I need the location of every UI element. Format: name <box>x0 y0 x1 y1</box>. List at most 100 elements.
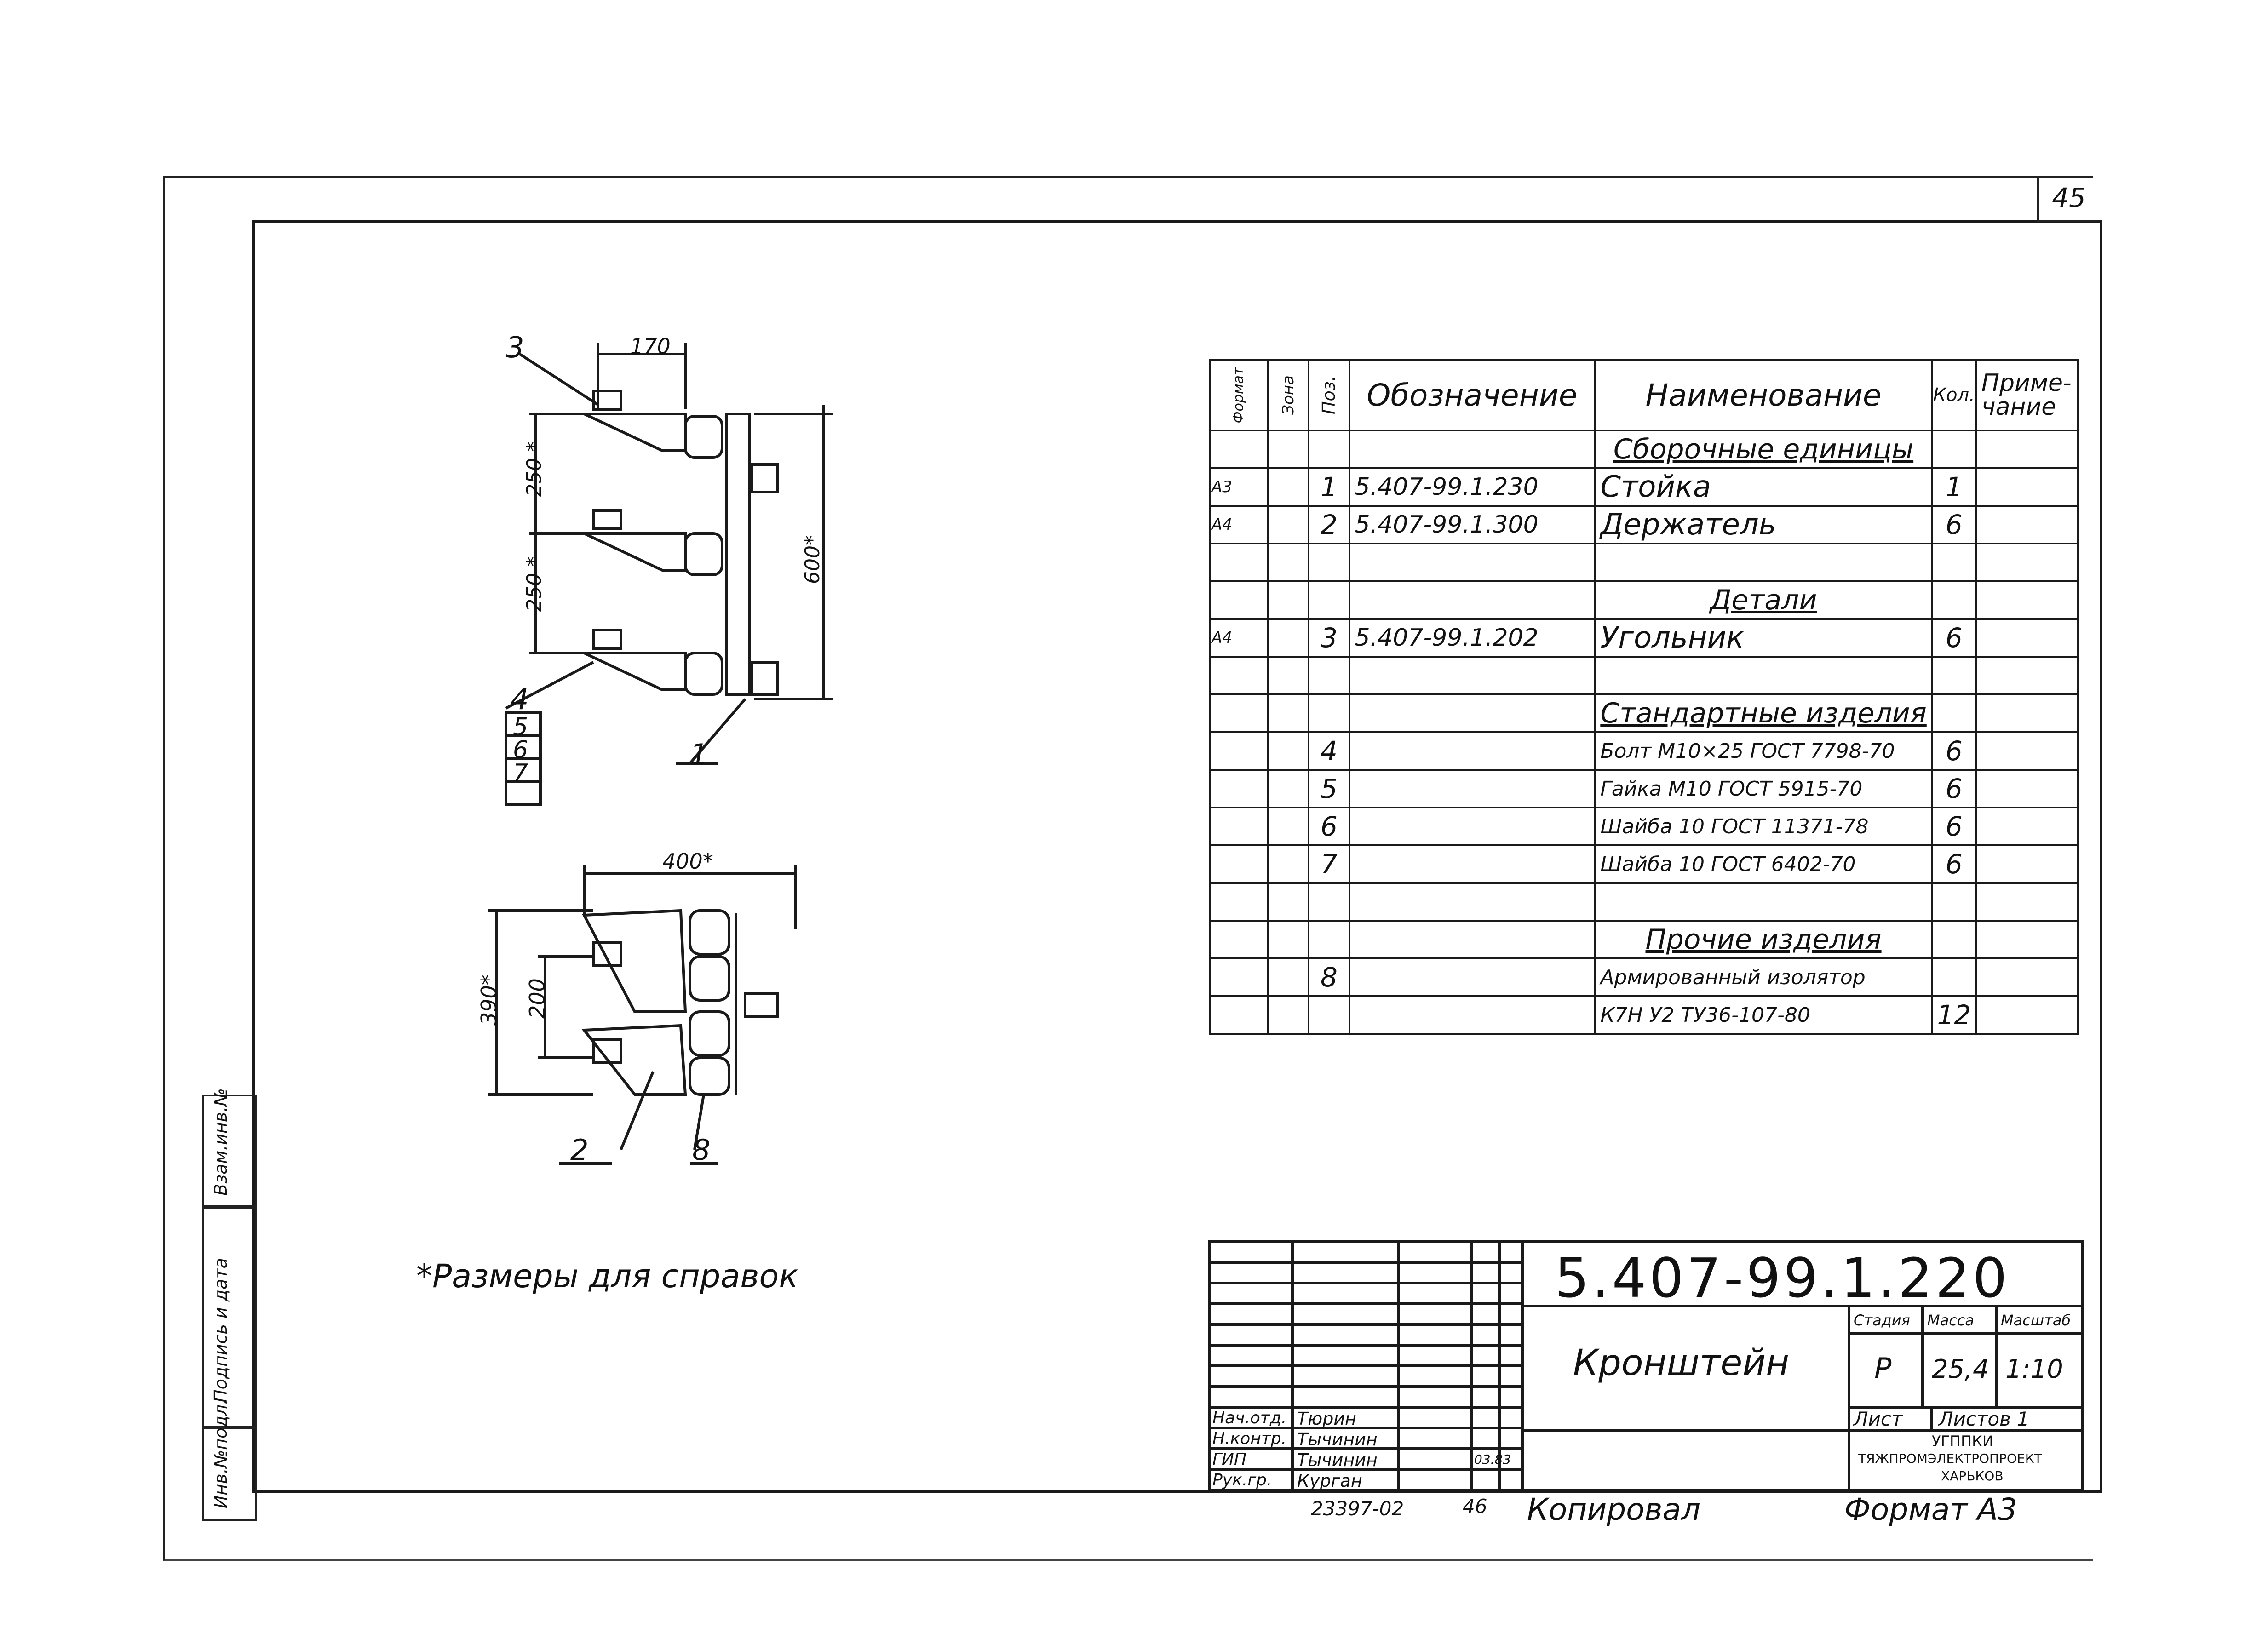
cell-qty: 6 <box>1931 769 1977 808</box>
drawing-title: Кронштейн <box>1573 1342 1790 1384</box>
cell-zone <box>1266 920 1310 959</box>
cell-qty <box>1931 580 1977 620</box>
dim-400: 400* <box>662 849 713 874</box>
cell-pos <box>1308 920 1350 959</box>
cell-name: Сборочные единицы <box>1594 430 1933 469</box>
spec-row: Детали <box>1209 580 2079 620</box>
spec-row: Сборочные единицы <box>1209 430 2079 469</box>
cell-name: Стандартные изделия <box>1594 693 1933 733</box>
cell-zone <box>1266 882 1310 922</box>
cell-pos <box>1308 882 1350 922</box>
holder-2 <box>583 509 723 576</box>
cell-designation <box>1348 656 1596 695</box>
cell-qty: 6 <box>1931 844 1977 884</box>
cell-note <box>1975 656 2079 695</box>
dim-250-upper: 250 * <box>523 441 546 497</box>
cell-zone <box>1266 580 1310 620</box>
holder-side-lower <box>581 1024 687 1096</box>
cell-format <box>1209 920 1269 959</box>
cell-qty <box>1931 920 1977 959</box>
cell-zone <box>1266 656 1310 695</box>
cell-format: А4 <box>1209 618 1269 658</box>
cell-pos: 2 <box>1308 505 1350 544</box>
sheet-number: 46 <box>1463 1495 1487 1518</box>
callout-6: 6 <box>513 736 528 764</box>
cell-pos: 3 <box>1308 618 1350 658</box>
dim-250-lower: 250 * <box>523 556 546 612</box>
signoff-date: 03.83 <box>1474 1452 1511 1467</box>
cell-zone <box>1266 543 1310 582</box>
cell-name: Угольник <box>1594 618 1933 658</box>
signer-role-4: Рук.гр. <box>1212 1471 1272 1490</box>
callout-1: 1 <box>690 738 708 771</box>
cell-format <box>1209 580 1269 620</box>
cell-zone <box>1266 807 1310 846</box>
cell-qty <box>1931 430 1977 469</box>
cell-note <box>1975 957 2079 997</box>
cell-note <box>1975 995 2079 1035</box>
spec-header-row: Формат Зона Поз. Обозначение Наименовани… <box>1209 359 2079 431</box>
side-stamp-signature <box>202 1205 257 1429</box>
cell-qty <box>1931 693 1977 733</box>
cell-designation <box>1348 807 1596 846</box>
header-qty: Кол. <box>1931 359 1977 431</box>
cell-designation <box>1348 580 1596 620</box>
cell-note <box>1975 920 2079 959</box>
cell-note <box>1975 844 2079 884</box>
post-body <box>725 413 751 696</box>
callout-3: 3 <box>506 331 524 364</box>
cell-designation <box>1348 957 1596 997</box>
mass-label: Масса <box>1927 1312 1975 1329</box>
cell-name: К7Н У2 ТУ36-107-80 <box>1594 995 1933 1035</box>
cell-note <box>1975 543 2079 582</box>
cell-zone <box>1266 618 1310 658</box>
post-lug-upper <box>751 463 779 493</box>
callout-8: 8 <box>692 1133 711 1167</box>
cell-qty: 12 <box>1931 995 1977 1035</box>
cell-pos: 1 <box>1308 467 1350 507</box>
cell-name: Гайка М10 ГОСТ 5915-70 <box>1594 769 1933 808</box>
signer-role-1: Нач.отд. <box>1212 1409 1287 1427</box>
cell-name: Стойка <box>1594 467 1933 507</box>
signer-name-3: Тычинин <box>1297 1450 1378 1470</box>
cell-name <box>1594 882 1933 922</box>
header-format: Формат <box>1209 359 1269 431</box>
cell-zone <box>1266 995 1310 1035</box>
cell-zone <box>1266 957 1310 997</box>
cell-qty: 1 <box>1931 467 1977 507</box>
cell-qty <box>1931 882 1977 922</box>
cell-name: Шайба 10 ГОСТ 6402-70 <box>1594 844 1933 884</box>
cell-qty: 6 <box>1931 731 1977 771</box>
cell-note <box>1975 807 2079 846</box>
spec-row <box>1209 656 2079 695</box>
scale-label: Масштаб <box>2001 1312 2071 1329</box>
callout-5: 5 <box>513 713 528 741</box>
cell-zone <box>1266 844 1310 884</box>
header-pos: Поз. <box>1308 359 1350 431</box>
cell-pos <box>1308 995 1350 1035</box>
callout-4: 4 <box>511 682 529 716</box>
cell-designation <box>1348 882 1596 922</box>
cell-qty: 6 <box>1931 618 1977 658</box>
cell-zone <box>1266 693 1310 733</box>
callout-7: 7 <box>513 759 528 787</box>
cell-qty: 6 <box>1931 505 1977 544</box>
cell-qty <box>1931 543 1977 582</box>
signer-role-3: ГИП <box>1212 1450 1247 1469</box>
cell-designation <box>1348 693 1596 733</box>
cell-format <box>1209 995 1269 1035</box>
header-name: Наименование <box>1594 359 1933 431</box>
side-stamp-replaced-inv <box>202 1095 257 1209</box>
cell-note <box>1975 618 2079 658</box>
cell-format <box>1209 430 1269 469</box>
cell-designation <box>1348 543 1596 582</box>
sheet-label: Лист <box>1854 1408 1903 1430</box>
cell-format <box>1209 731 1269 771</box>
header-note: Приме-чание <box>1975 359 2079 431</box>
stage-value: Р <box>1874 1352 1892 1385</box>
cell-designation <box>1348 430 1596 469</box>
post-lug-lower <box>751 661 779 696</box>
